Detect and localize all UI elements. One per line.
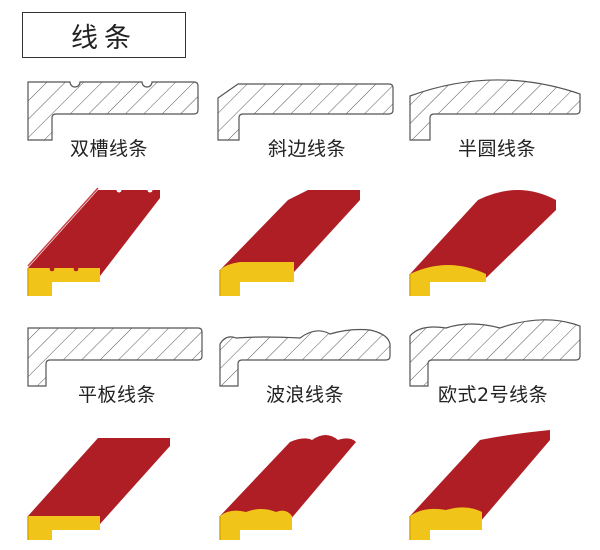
label-bevel: 斜边线条	[268, 138, 347, 160]
label-half-round: 半圆线条	[458, 138, 537, 160]
section-wave	[219, 328, 391, 387]
section-flat	[27, 327, 203, 387]
section-bevel	[217, 83, 394, 141]
render-wave	[219, 435, 356, 540]
section-european	[409, 319, 581, 387]
label-flat: 平板线条	[78, 384, 157, 406]
label-wave: 波浪线条	[266, 384, 345, 406]
section-half-round	[409, 79, 581, 141]
label-european: 欧式2号线条	[438, 384, 549, 406]
render-european	[409, 430, 550, 540]
label-double-groove: 双槽线条	[70, 138, 149, 160]
page-title-box: 线条	[22, 12, 186, 58]
render-bevel	[219, 190, 360, 296]
render-half-round	[409, 190, 556, 296]
render-flat	[27, 438, 170, 540]
page-title: 线条	[71, 22, 137, 54]
render-double-groove	[27, 187, 160, 296]
section-double-groove	[27, 81, 199, 141]
